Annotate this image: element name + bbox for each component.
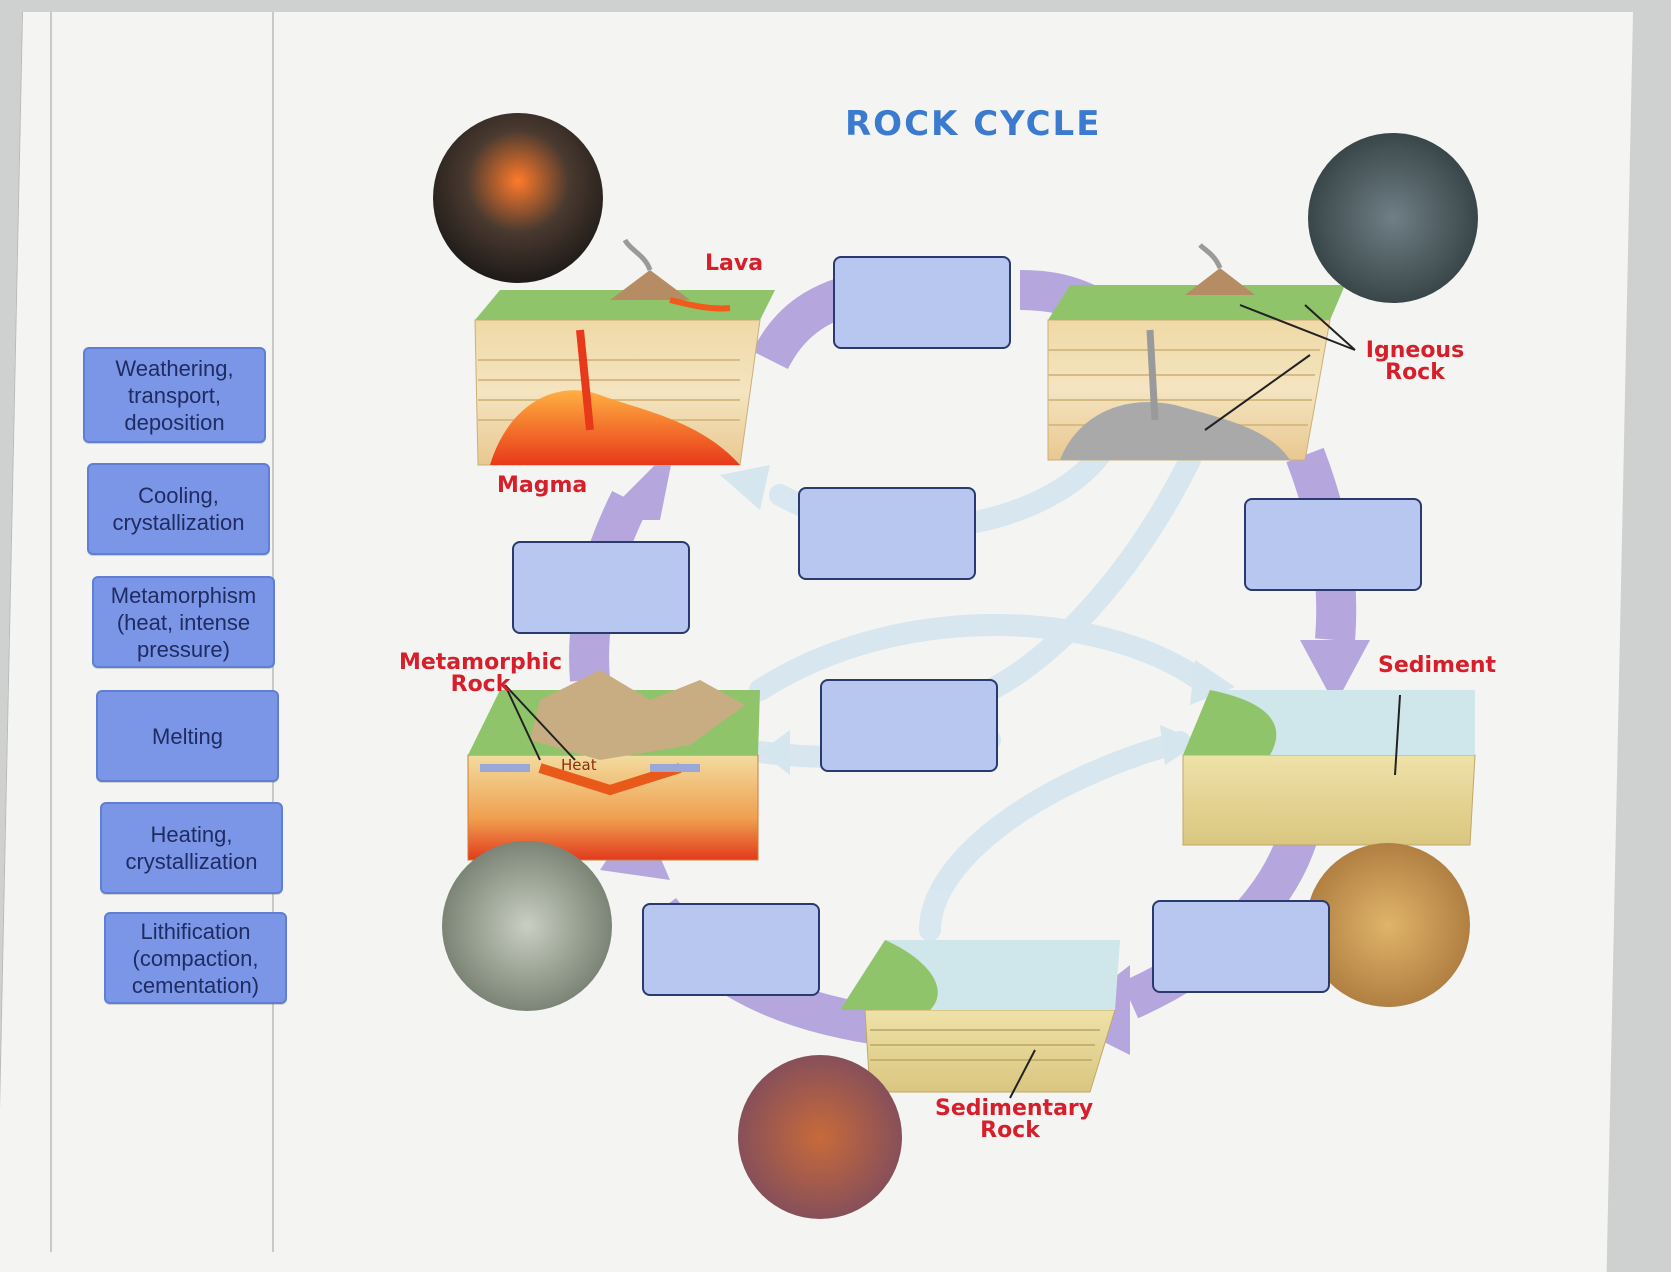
answer-chip-cooling[interactable]: Cooling, crystallization	[87, 463, 270, 555]
answer-chip-melting[interactable]: Melting	[96, 690, 279, 782]
sediment-photo	[1306, 843, 1470, 1007]
answer-chip-heating[interactable]: Heating, crystallization	[100, 802, 283, 894]
igneous-rock-label: Igneous Rock	[1365, 338, 1465, 385]
drop-zone-middle[interactable]	[820, 679, 998, 772]
drop-zone-sedimentary-to-metamorphic[interactable]	[642, 903, 820, 996]
answer-chip-weathering[interactable]: Weathering, transport, deposition	[83, 347, 266, 443]
magma-label: Magma	[497, 473, 588, 498]
drop-zone-igneous-to-magma[interactable]	[798, 487, 976, 580]
heat-label: Heat	[561, 756, 597, 774]
sediment-block-illustration	[1182, 690, 1476, 846]
answer-chip-lithification[interactable]: Lithification (compaction, cementation)	[104, 912, 287, 1004]
lava-photo	[433, 113, 603, 283]
igneous-rock-photo	[1308, 133, 1478, 303]
metamorphic-rock-label: Metamorphic Rock	[398, 650, 563, 697]
sedimentary-rock-label: Sedimentary Rock	[935, 1096, 1094, 1143]
sediment-label: Sediment	[1378, 653, 1497, 678]
magma-block-illustration	[474, 238, 775, 466]
lava-label: Lava	[705, 251, 764, 276]
drop-zone-sediment-to-sedimentary[interactable]	[1152, 900, 1330, 993]
drop-zone-metamorphic-to-magma[interactable]	[512, 541, 690, 634]
margin-rule	[50, 12, 52, 1252]
metamorphic-block-illustration	[467, 670, 760, 861]
igneous-block-illustration	[1047, 243, 1356, 461]
minor-arrowheads	[720, 465, 1235, 775]
sedimentary-rock-photo	[738, 1055, 902, 1219]
drop-zone-lava-to-igneous[interactable]	[833, 256, 1011, 349]
metamorphic-rock-photo	[442, 841, 612, 1011]
sedimentary-block-illustration	[840, 940, 1120, 1099]
diagram-title: ROCK CYCLE	[845, 104, 1102, 144]
drop-zone-igneous-to-sediment[interactable]	[1244, 498, 1422, 591]
answer-chip-metamorphism[interactable]: Metamorphism (heat, intense pressure)	[92, 576, 275, 668]
